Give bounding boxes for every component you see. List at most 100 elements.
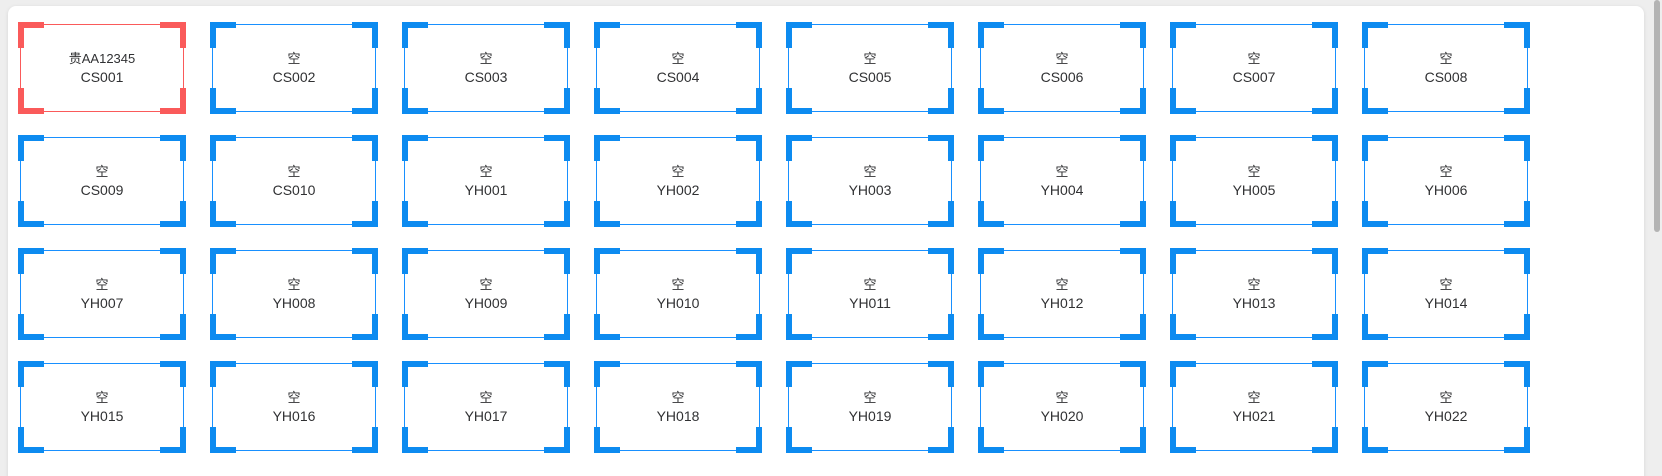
corner-bracket-tl-icon xyxy=(402,248,428,274)
corner-bracket-tr-icon xyxy=(1120,361,1146,387)
corner-bracket-tr-icon xyxy=(160,22,186,48)
corner-bracket-tr-icon xyxy=(1504,361,1530,387)
corner-bracket-tl-icon xyxy=(210,361,236,387)
corner-bracket-bl-icon xyxy=(786,314,812,340)
slot-code-label: CS008 xyxy=(1424,68,1468,85)
corner-bracket-tl-icon xyxy=(786,22,812,48)
corner-bracket-bl-icon xyxy=(978,314,1004,340)
slot-code-label: CS004 xyxy=(656,68,700,85)
slot-plate-number: 空 xyxy=(1055,389,1069,405)
corner-bracket-tr-icon xyxy=(736,361,762,387)
corner-bracket-bl-icon xyxy=(594,427,620,453)
corner-bracket-tr-icon xyxy=(1120,248,1146,274)
slot-code-label: YH011 xyxy=(849,294,891,311)
corner-bracket-br-icon xyxy=(160,314,186,340)
slot-code-label: YH009 xyxy=(464,294,508,311)
vertical-scrollbar-thumb[interactable] xyxy=(1654,0,1660,232)
corner-bracket-br-icon xyxy=(736,88,762,114)
slot-plate-number: 空 xyxy=(863,389,877,405)
corner-bracket-tr-icon xyxy=(544,361,570,387)
slot-plate-number: 空 xyxy=(95,276,109,292)
slot-plate-number: 空 xyxy=(1439,276,1453,292)
corner-bracket-bl-icon xyxy=(18,88,44,114)
corner-bracket-br-icon xyxy=(1120,314,1146,340)
slot-code-label: YH006 xyxy=(1424,181,1468,198)
corner-bracket-tl-icon xyxy=(978,135,1004,161)
slot-code-label: CS010 xyxy=(272,181,316,198)
corner-bracket-tr-icon xyxy=(352,135,378,161)
parking-slot-yh015[interactable]: 空 YH015 xyxy=(18,361,186,453)
corner-bracket-bl-icon xyxy=(1170,88,1196,114)
corner-bracket-br-icon xyxy=(1504,427,1530,453)
corner-bracket-bl-icon xyxy=(210,88,236,114)
corner-bracket-br-icon xyxy=(352,201,378,227)
corner-bracket-br-icon xyxy=(736,201,762,227)
corner-bracket-bl-icon xyxy=(18,314,44,340)
corner-bracket-br-icon xyxy=(544,314,570,340)
corner-bracket-br-icon xyxy=(736,427,762,453)
corner-bracket-tr-icon xyxy=(160,135,186,161)
parking-slot-yh007[interactable]: 空 YH007 xyxy=(18,248,186,340)
parking-slot-cs010[interactable]: 空 CS010 xyxy=(210,135,378,227)
slot-code-label: YH003 xyxy=(848,181,892,198)
slot-code-label: YH015 xyxy=(80,407,124,424)
slot-code-label: YH007 xyxy=(80,294,124,311)
corner-bracket-br-icon xyxy=(1120,201,1146,227)
corner-bracket-tl-icon xyxy=(18,248,44,274)
slot-code-label: YH021 xyxy=(1232,407,1276,424)
corner-bracket-br-icon xyxy=(1120,427,1146,453)
slot-plate-number: 空 xyxy=(671,163,685,179)
corner-bracket-bl-icon xyxy=(594,314,620,340)
corner-bracket-bl-icon xyxy=(18,201,44,227)
slot-code-label: CS005 xyxy=(848,68,892,85)
slot-plate-number: 空 xyxy=(95,389,109,405)
parking-slot-yh003[interactable]: 空 YH003 xyxy=(786,135,954,227)
slot-code-label: YH001 xyxy=(464,181,508,198)
corner-bracket-tl-icon xyxy=(1170,248,1196,274)
slot-plate-number: 空 xyxy=(287,163,301,179)
corner-bracket-tl-icon xyxy=(786,135,812,161)
slot-code-label: CS002 xyxy=(272,68,316,85)
corner-bracket-bl-icon xyxy=(978,88,1004,114)
corner-bracket-tr-icon xyxy=(736,22,762,48)
corner-bracket-tr-icon xyxy=(544,135,570,161)
corner-bracket-bl-icon xyxy=(402,314,428,340)
vertical-scrollbar-track[interactable] xyxy=(1652,0,1662,476)
slot-plate-number: 空 xyxy=(863,163,877,179)
slot-plate-number: 空 xyxy=(1247,50,1261,66)
corner-bracket-tl-icon xyxy=(978,248,1004,274)
corner-bracket-tr-icon xyxy=(1504,248,1530,274)
corner-bracket-tr-icon xyxy=(736,135,762,161)
corner-bracket-tr-icon xyxy=(928,248,954,274)
